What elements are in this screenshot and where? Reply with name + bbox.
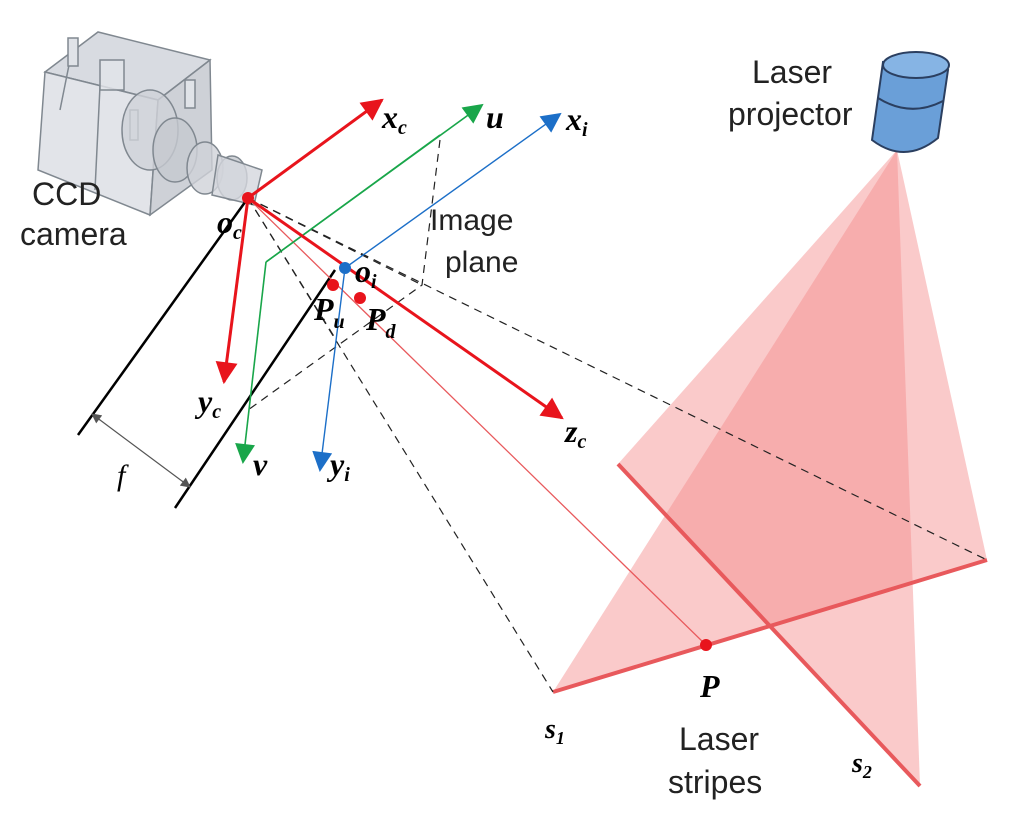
ray-oc-to-P (247, 197, 707, 646)
pixel-axis-v (235, 261, 267, 464)
image-axis-xi (344, 112, 562, 269)
label-ccd: CCD (32, 176, 101, 212)
label-oc: oc (217, 204, 242, 244)
camera-axis-yc (215, 197, 250, 385)
focal-dimension (91, 413, 191, 488)
point-oc (242, 192, 254, 204)
label-Pd: Pd (365, 301, 397, 343)
label-P: P (699, 668, 720, 704)
label-xi: xi (565, 101, 588, 141)
label-yc: yc (194, 383, 221, 423)
label-laser-stripes-2: stripes (668, 764, 762, 800)
point-P (700, 639, 712, 651)
laser-plane-1 (553, 150, 987, 692)
label-zc: zc (564, 413, 586, 453)
camera-axis-zc (247, 196, 564, 420)
label-yi: yi (326, 446, 350, 486)
label-xc: xc (381, 99, 407, 139)
label-v: v (253, 446, 268, 482)
label-camera: camera (20, 216, 127, 252)
laser-stripe-s2 (616, 462, 922, 788)
image-axis-yi (312, 267, 346, 472)
point-Pu (327, 279, 339, 291)
label-oi: oi (355, 253, 377, 293)
laser-plane-2 (618, 150, 920, 786)
camera-axis-xc (247, 98, 384, 200)
point-oi (339, 262, 351, 274)
label-focal: f (117, 459, 129, 492)
label-image-plane-1: Image (430, 204, 513, 237)
label-image-plane-2: plane (445, 246, 518, 279)
laser-projector (870, 51, 950, 153)
label-s1: s1 (544, 714, 565, 748)
projection-lines (247, 139, 988, 693)
label-u: u (486, 99, 504, 135)
label-Pu: Pu (313, 291, 345, 333)
pixel-axis-u (265, 103, 484, 263)
point-Pd (354, 292, 366, 304)
label-s2: s2 (851, 748, 872, 782)
focal-length-indicator (76, 197, 337, 509)
label-laser-projector-1: Laser (752, 54, 832, 90)
label-laser-projector-2: projector (728, 96, 853, 132)
ccd-camera (37, 31, 263, 217)
label-laser-stripes-1: Laser (679, 721, 759, 757)
